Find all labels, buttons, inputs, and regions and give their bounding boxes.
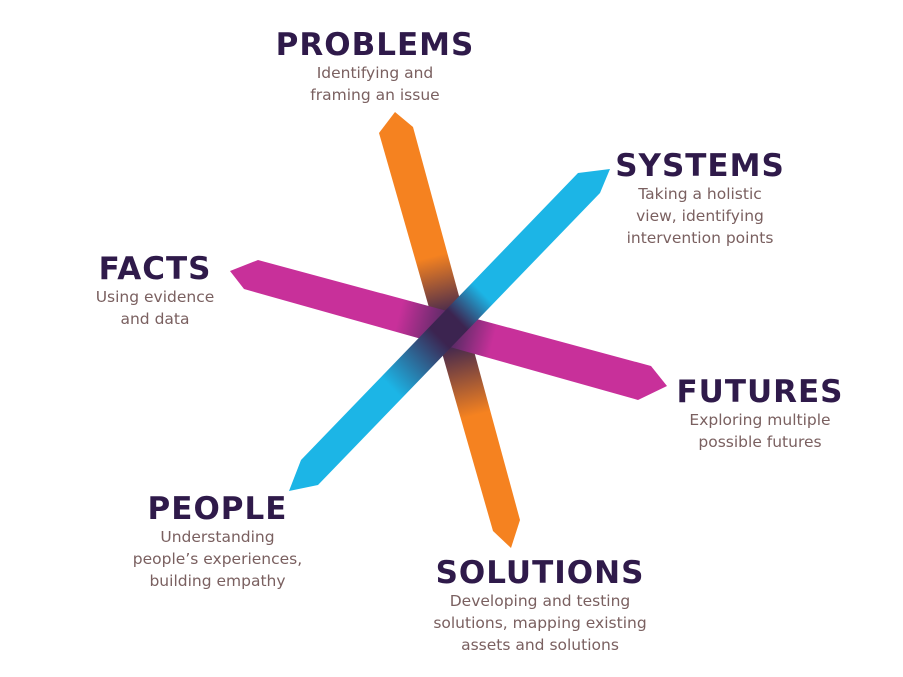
node-title: FUTURES: [676, 374, 844, 410]
node-title: PEOPLE: [147, 491, 288, 527]
node-people: PEOPLE Understanding people’s experience…: [100, 492, 335, 592]
node-solutions: SOLUTIONS Developing and testing solutio…: [400, 556, 680, 656]
node-description: Identifying and framing an issue: [310, 64, 440, 104]
node-title: PROBLEMS: [275, 27, 475, 63]
node-facts: FACTS Using evidence and data: [70, 252, 240, 330]
node-description: Understanding people’s experiences, buil…: [132, 528, 303, 590]
node-title: FACTS: [98, 251, 212, 287]
node-description: Taking a holistic view, identifying inte…: [626, 185, 774, 247]
node-futures: FUTURES Exploring multiple possible futu…: [660, 375, 860, 453]
node-description: Using evidence and data: [95, 288, 215, 328]
node-description: Developing and testing solutions, mappin…: [433, 592, 647, 654]
node-title: SYSTEMS: [615, 148, 785, 184]
node-title: SOLUTIONS: [435, 555, 645, 591]
node-description: Exploring multiple possible futures: [689, 411, 831, 451]
node-problems: PROBLEMS Identifying and framing an issu…: [255, 28, 495, 106]
node-systems: SYSTEMS Taking a holistic view, identify…: [590, 149, 810, 249]
people-systems-arm: [289, 169, 610, 491]
